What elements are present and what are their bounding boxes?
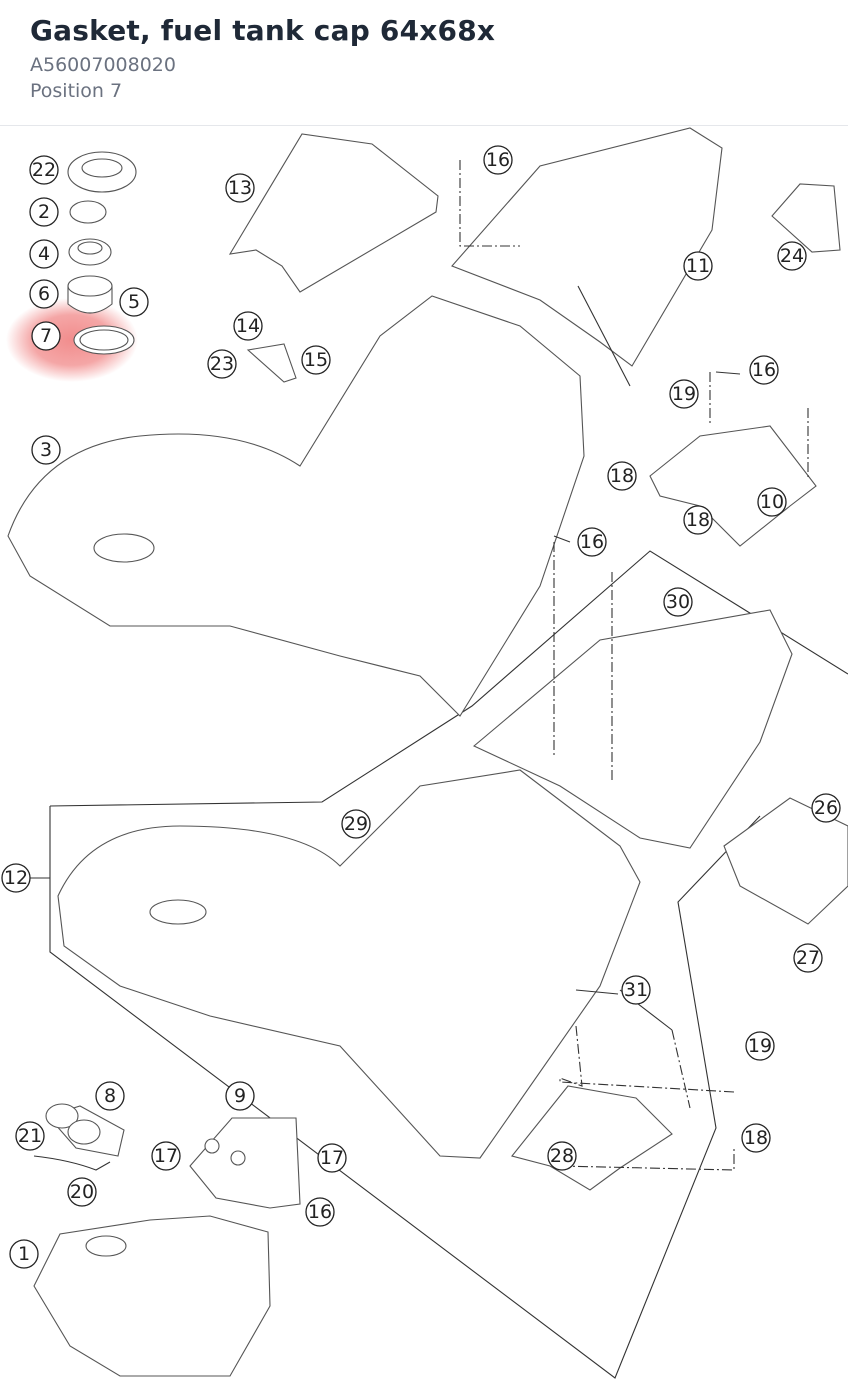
- callout-29[interactable]: 29: [341, 809, 371, 839]
- svg-text:10: 10: [760, 491, 784, 513]
- callout-10[interactable]: 10: [757, 487, 787, 517]
- part-number: A56007008020: [30, 54, 176, 76]
- part-1-filler-neck: [85, 1235, 127, 1257]
- part-29-filler-opening: [149, 899, 207, 925]
- part-3-filler-opening: [93, 533, 155, 563]
- svg-text:31: 31: [624, 979, 648, 1001]
- svg-text:18: 18: [610, 465, 634, 487]
- part-10-bracket: [649, 425, 817, 547]
- callout-19[interactable]: 19: [669, 379, 699, 409]
- highlight-position-7: [6, 298, 138, 382]
- part-24-pad: [771, 183, 841, 253]
- svg-text:11: 11: [686, 255, 710, 277]
- callout-18[interactable]: 18: [607, 461, 637, 491]
- svg-text:16: 16: [486, 149, 510, 171]
- part-28-bracket: [511, 1085, 673, 1191]
- callout-11[interactable]: 11: [683, 251, 713, 281]
- svg-text:6: 6: [38, 283, 50, 305]
- svg-text:5: 5: [128, 291, 140, 313]
- svg-text:19: 19: [748, 1035, 772, 1057]
- svg-text:4: 4: [38, 243, 50, 265]
- callout-17[interactable]: 17: [317, 1143, 347, 1173]
- svg-text:12: 12: [4, 867, 28, 889]
- svg-text:16: 16: [580, 531, 604, 553]
- svg-text:19: 19: [672, 383, 696, 405]
- svg-text:16: 16: [308, 1201, 332, 1223]
- group-frame-upper: [49, 550, 848, 807]
- svg-text:15: 15: [304, 349, 328, 371]
- svg-text:24: 24: [780, 245, 804, 267]
- svg-text:14: 14: [236, 315, 260, 337]
- callout-17[interactable]: 17: [151, 1141, 181, 1171]
- svg-text:7: 7: [40, 325, 52, 347]
- callout-5[interactable]: 5: [119, 287, 149, 317]
- callout-6[interactable]: 6: [29, 279, 59, 309]
- callout-7[interactable]: 7: [31, 321, 61, 351]
- svg-text:3: 3: [40, 439, 52, 461]
- callout-16[interactable]: 16: [483, 145, 513, 175]
- callout-18[interactable]: 18: [741, 1123, 771, 1153]
- group-frame-lower: [49, 806, 761, 1379]
- svg-text:20: 20: [70, 1181, 94, 1203]
- callout-9[interactable]: 9: [225, 1081, 255, 1111]
- svg-text:27: 27: [796, 947, 820, 969]
- part-11-rear-seat: [451, 127, 723, 367]
- callout-23[interactable]: 23: [207, 349, 237, 379]
- callout-16[interactable]: 16: [305, 1197, 335, 1227]
- callout-19[interactable]: 19: [745, 1031, 775, 1061]
- callout-30[interactable]: 30: [663, 587, 693, 617]
- part-29-seat-cover: [57, 769, 641, 1159]
- callout-8[interactable]: 8: [95, 1081, 125, 1111]
- svg-text:13: 13: [228, 177, 252, 199]
- svg-text:2: 2: [38, 201, 50, 223]
- callout-12[interactable]: 12: [1, 863, 31, 893]
- svg-text:21: 21: [18, 1125, 42, 1147]
- part-30-seat: [472, 609, 793, 849]
- callout-20[interactable]: 20: [67, 1177, 97, 1207]
- svg-text:26: 26: [814, 797, 838, 819]
- svg-text:18: 18: [686, 509, 710, 531]
- part-1-fuel-tank: [33, 1215, 271, 1377]
- callout-28[interactable]: 28: [547, 1141, 577, 1171]
- part-14-trim: [246, 343, 297, 383]
- svg-text:16: 16: [752, 359, 776, 381]
- part-8-hose-fittings: [33, 1103, 125, 1171]
- callout-2[interactable]: 2: [29, 197, 59, 227]
- callout-26[interactable]: 26: [811, 793, 841, 823]
- callout-24[interactable]: 24: [777, 241, 807, 271]
- part-header: Gasket, fuel tank cap 64x68x A5600700802…: [0, 0, 848, 126]
- part-13-cover: [228, 133, 439, 293]
- callout-13[interactable]: 13: [225, 173, 255, 203]
- callout-14[interactable]: 14: [233, 311, 263, 341]
- callout-16[interactable]: 16: [749, 355, 779, 385]
- svg-text:30: 30: [666, 591, 690, 613]
- exploded-parts-diagram: 22 2 4 6 5 7 13 16 11 24 14 23 15 3 19 1…: [1, 127, 848, 1379]
- svg-text:9: 9: [234, 1085, 246, 1107]
- part-26-bracket: [723, 797, 848, 925]
- svg-text:17: 17: [154, 1145, 178, 1167]
- callout-27[interactable]: 27: [793, 943, 823, 973]
- callout-1[interactable]: 1: [9, 1239, 39, 1269]
- svg-text:18: 18: [744, 1127, 768, 1149]
- callout-4[interactable]: 4: [29, 239, 59, 269]
- part-position: Position 7: [30, 80, 123, 102]
- page-title: Gasket, fuel tank cap 64x68x: [30, 14, 496, 47]
- part-3-seat-cover: [7, 295, 585, 717]
- callout-21[interactable]: 21: [15, 1121, 45, 1151]
- svg-text:17: 17: [320, 1147, 344, 1169]
- part-9-bracket: [189, 1117, 301, 1209]
- cap-parts: [67, 151, 137, 355]
- callout-31[interactable]: 31: [621, 975, 651, 1005]
- svg-text:23: 23: [210, 353, 234, 375]
- callout-16[interactable]: 16: [577, 527, 607, 557]
- svg-text:1: 1: [18, 1243, 30, 1265]
- svg-text:8: 8: [104, 1085, 116, 1107]
- callout-18[interactable]: 18: [683, 505, 713, 535]
- svg-text:28: 28: [550, 1145, 574, 1167]
- callout-15[interactable]: 15: [301, 345, 331, 375]
- svg-text:22: 22: [32, 159, 56, 181]
- callout-22[interactable]: 22: [29, 155, 59, 185]
- callout-3[interactable]: 3: [31, 435, 61, 465]
- svg-text:29: 29: [344, 813, 368, 835]
